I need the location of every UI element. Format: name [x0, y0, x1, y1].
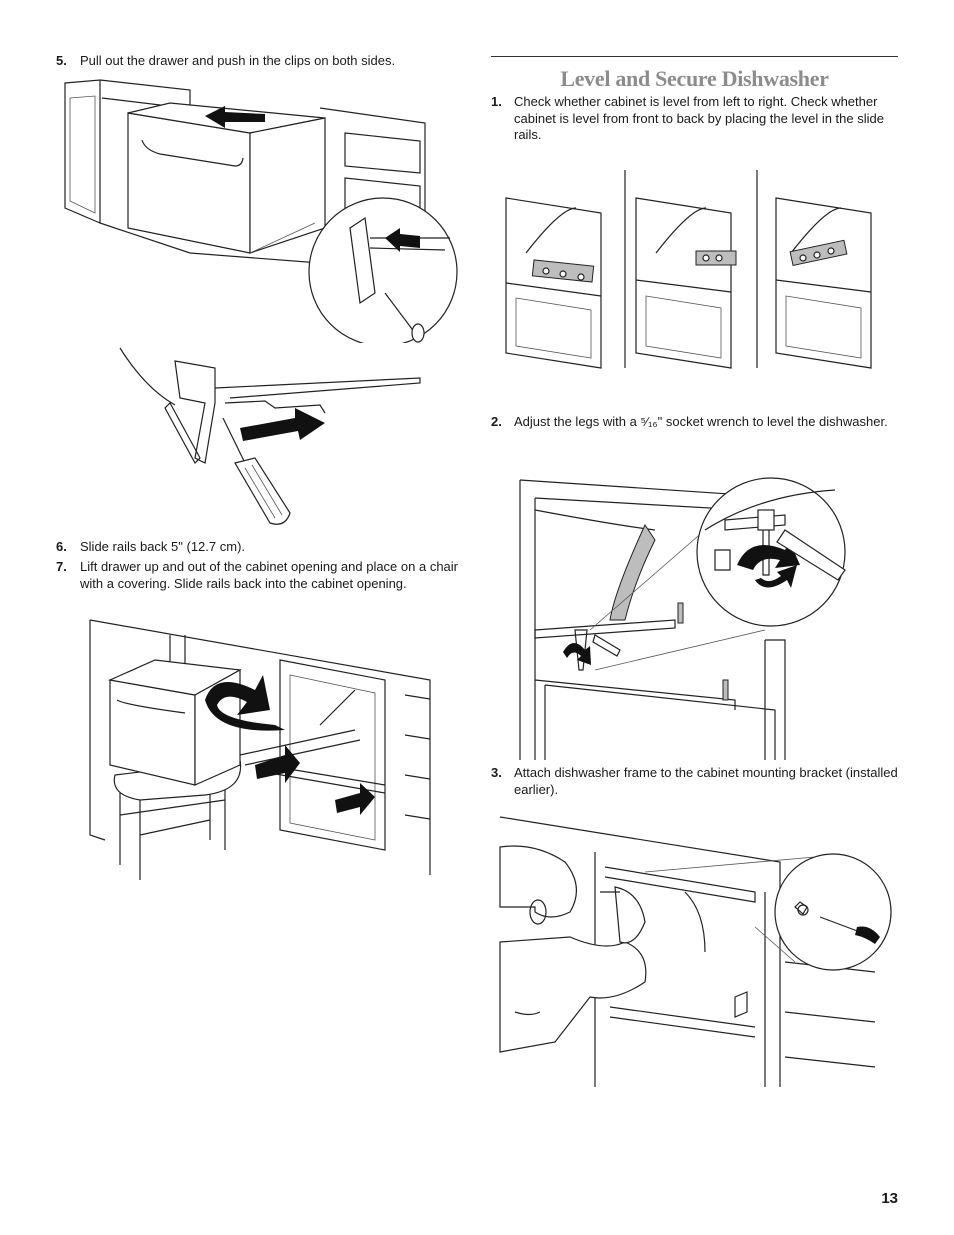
- step-3: 3. Attach dishwasher frame to the cabine…: [491, 765, 898, 798]
- step-text: Pull out the drawer and push in the clip…: [80, 53, 396, 68]
- step-text: Attach dishwasher frame to the cabinet m…: [514, 765, 898, 797]
- step-1: 1. Check whether cabinet is level from l…: [491, 94, 898, 144]
- step-text: Check whether cabinet is level from left…: [514, 94, 884, 142]
- step-number: 6.: [56, 539, 67, 554]
- figure-check-level-panels: [491, 168, 891, 390]
- page-number: 13: [881, 1190, 898, 1207]
- step-6: 6. Slide rails back 5" (12.7 cm).: [56, 539, 461, 556]
- step-5: 5. Pull out the drawer and push in the c…: [56, 53, 461, 70]
- step-7: 7. Lift drawer up and out of the cabinet…: [56, 559, 461, 592]
- step-2: 2. Adjust the legs with a ⁵⁄₁₆" socket w…: [491, 414, 898, 431]
- figure-clip-detail: [115, 343, 430, 533]
- figure-lift-drawer-onto-chair: [85, 615, 433, 880]
- section-divider: [491, 56, 898, 57]
- step-text: Lift drawer up and out of the cabinet op…: [80, 559, 458, 591]
- step-text: Slide rails back 5" (12.7 cm).: [80, 539, 246, 554]
- figure-pull-drawer-clips: [60, 78, 460, 343]
- step-number: 1.: [491, 94, 502, 109]
- section-title: Level and Secure Dishwasher: [560, 66, 829, 91]
- step-number: 3.: [491, 765, 502, 780]
- figure-adjust-legs-wrench: [515, 470, 860, 760]
- step-number: 2.: [491, 414, 502, 429]
- step-number: 7.: [56, 559, 67, 574]
- step-number: 5.: [56, 53, 67, 68]
- figure-attach-frame-to-bracket: [495, 812, 895, 1087]
- step-text: Adjust the legs with a ⁵⁄₁₆" socket wren…: [514, 414, 888, 429]
